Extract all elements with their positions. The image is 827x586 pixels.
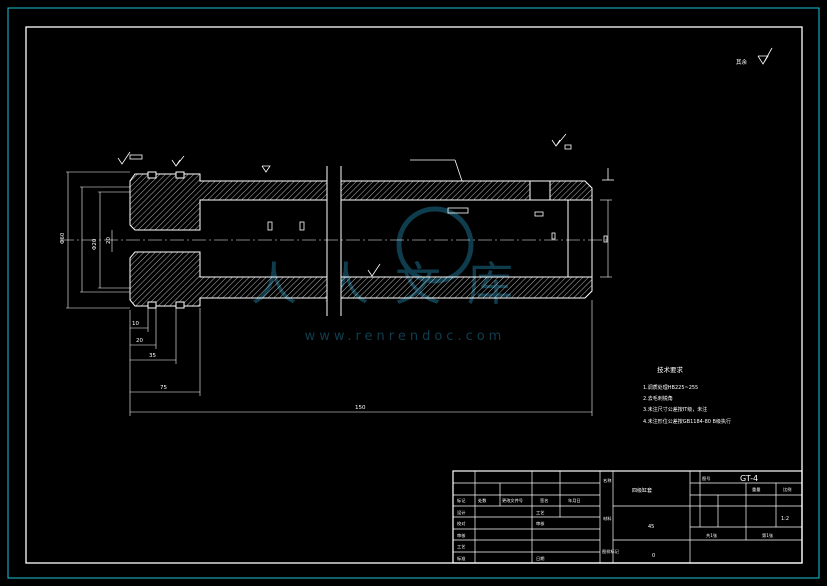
date-label: 日期: [536, 556, 544, 562]
watermark-site: www.renrendoc.com: [305, 329, 506, 344]
side-label-name: 名称: [603, 477, 611, 484]
row-label-process: 工艺: [457, 544, 465, 549]
scale-label: 比例: [783, 486, 791, 493]
col-header-3: 更改文件号: [502, 497, 523, 504]
stage-value: 0: [652, 553, 655, 559]
col-header-1: 标记: [457, 497, 466, 504]
dim-35: 35: [149, 353, 156, 359]
groove-top: [147, 171, 157, 179]
row-label-review: 审核: [457, 532, 466, 539]
review-label: 审核: [536, 520, 545, 527]
dim-10: 10: [132, 321, 139, 327]
part-name: 四级缸套: [632, 487, 652, 494]
sheet-no: 第1张: [762, 532, 774, 539]
col-header-4: 签名: [540, 497, 548, 504]
inner-border: [25, 26, 803, 564]
side-label-material: 材料: [603, 515, 612, 522]
dim-phi40: Φ20: [92, 238, 98, 250]
surface-finish-label: 其余: [736, 58, 748, 66]
tech-req-4: 4.未注形位公差按GB1184-80 B级执行: [643, 418, 731, 425]
row-label-check: 校对: [457, 520, 465, 527]
title-block-text: 标记 处数 更改文件号 签名 年月日 设计 校对 审核 工艺 标准 工艺 审核 …: [457, 474, 791, 562]
process-label: 工艺: [536, 510, 544, 515]
stage-label: 图样标记: [602, 548, 620, 555]
dimensions: [66, 171, 612, 416]
cross-hole: [529, 180, 551, 201]
drawing-no: GT-4: [740, 474, 758, 483]
material: 45: [648, 524, 654, 530]
part-section: [129, 166, 593, 316]
tech-req-1: 1.调质处理HB225~255: [643, 384, 698, 391]
dim-inner: 20: [106, 237, 112, 244]
col-header-2: 处数: [478, 497, 487, 504]
drawing-no-label: 图号: [702, 476, 710, 482]
tech-requirements: 技术要求 1.调质处理HB225~255 2.去毛刺锐角 3.未注尺寸公差按IT…: [643, 365, 731, 425]
weight-label: 重量: [752, 486, 760, 493]
dim-20: 20: [136, 338, 143, 344]
groove-bottom-2: [175, 301, 185, 309]
dim-75: 75: [160, 385, 167, 391]
groove-top-2: [175, 171, 185, 179]
col-header-5: 年月日: [568, 497, 581, 504]
groove-bottom: [147, 301, 157, 309]
dim-phi60: Φ60: [60, 232, 66, 244]
dim-150: 150: [355, 405, 366, 411]
upper-wall-section: [129, 173, 593, 231]
dimension-labels: Φ60 Φ20 20 150 75 35 20 10: [60, 232, 366, 411]
row-label-design: 设计: [457, 509, 465, 516]
scale-value: 1:2: [781, 516, 789, 522]
outer-border: [7, 7, 820, 579]
sheet-total: 共1张: [706, 532, 718, 539]
title-block: [452, 470, 803, 564]
tech-req-3: 3.未注尺寸公差按IT级，未注: [643, 406, 707, 413]
tech-requirements-title: 技术要求: [657, 365, 684, 374]
row-label-standard: 标准: [457, 555, 465, 562]
tech-req-2: 2.去毛刺锐角: [643, 395, 673, 402]
counterbore: [567, 199, 593, 278]
surface-finish-marks: [117, 47, 773, 277]
